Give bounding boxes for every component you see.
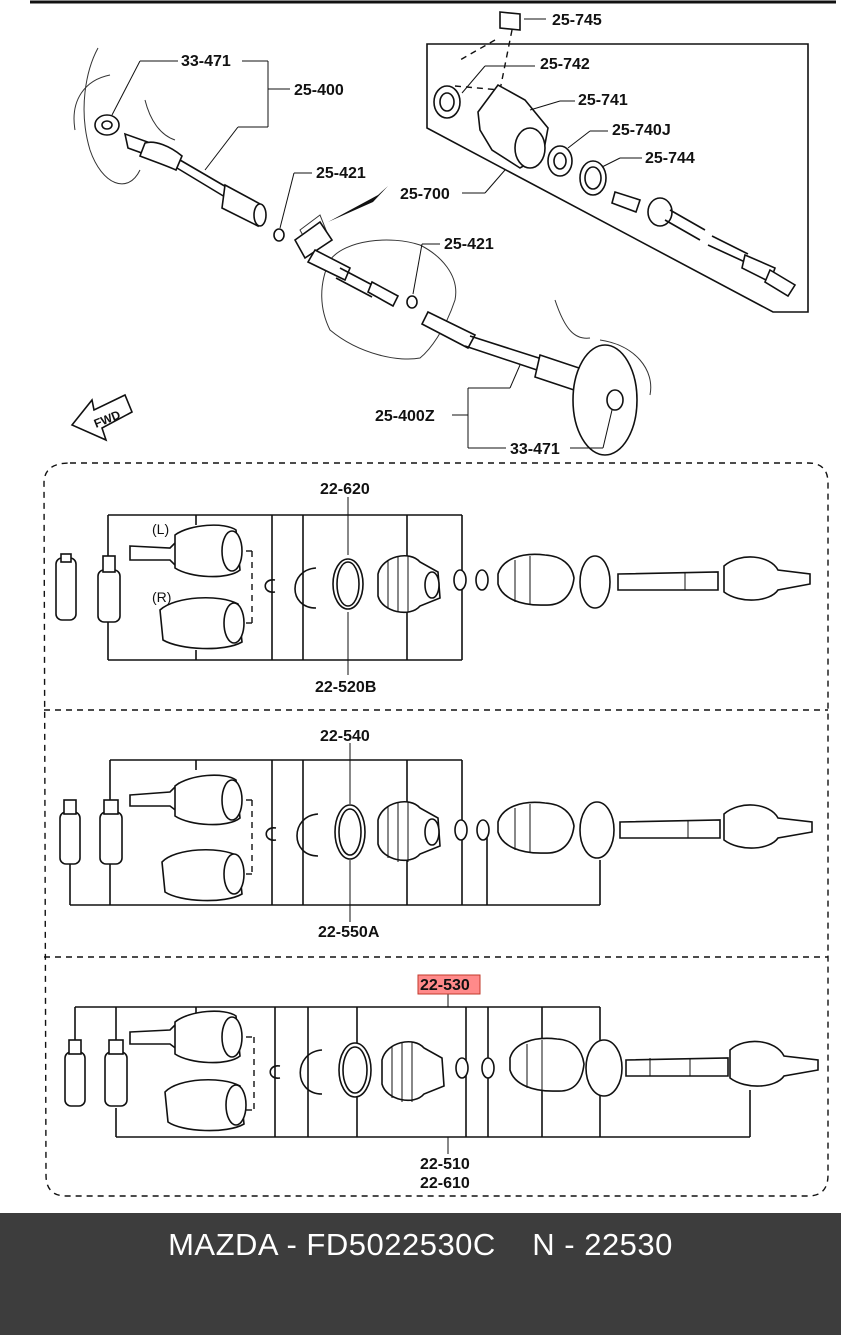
section-1-shaft-kit: (L) (R)	[55, 497, 811, 675]
label-25-745: 25-745	[552, 12, 602, 29]
highlight-22-530	[417, 974, 481, 995]
label-22-540: 22-540	[320, 728, 370, 745]
right-drive-shaft	[420, 310, 586, 394]
footer-bar: MAZDA - FD5022530C N - 22530	[0, 1213, 841, 1335]
label-25-700: 25-700	[400, 186, 450, 203]
label-22-620: 22-620	[320, 481, 370, 498]
label-33-471-bottom: 33-471	[510, 441, 560, 458]
forward-arrow-icon: FWD	[70, 393, 134, 442]
label-25-742: 25-742	[540, 56, 590, 73]
section-2-shaft-kit	[59, 743, 813, 922]
parts-diagram: FWD 25-745 25-742 25-741	[30, 0, 836, 1197]
label-22-530: 22-530	[420, 977, 470, 994]
bearing-support-inset	[426, 11, 809, 313]
label-22-550a: 22-550A	[318, 924, 380, 941]
label-33-471-top: 33-471	[181, 53, 231, 70]
label-25-421-a: 25-421	[316, 165, 366, 182]
part-number-caption: MAZDA - FD5022530C N - 22530	[168, 1227, 673, 1262]
label-25-400z: 25-400Z	[375, 408, 435, 425]
label-25-421-b: 25-421	[444, 236, 494, 253]
left-drive-shaft	[123, 132, 267, 228]
label-22-510: 22-510	[420, 1156, 470, 1173]
kit-frame	[43, 462, 829, 1197]
snap-ring-upper	[273, 228, 285, 242]
label-25-740j: 25-740J	[612, 122, 671, 139]
section-3-shaft-kit	[64, 994, 819, 1154]
label-25-741: 25-741	[578, 92, 628, 109]
tag-right: (R)	[152, 589, 171, 605]
snap-ring-lower	[406, 295, 418, 309]
label-25-744: 25-744	[645, 150, 695, 167]
label-22-520b: 22-520B	[315, 679, 376, 696]
tag-left: (L)	[152, 521, 169, 537]
intermediate-shaft	[335, 267, 400, 308]
label-25-400: 25-400	[294, 82, 344, 99]
transmission-case	[293, 214, 457, 360]
label-22-610: 22-610	[420, 1175, 470, 1192]
right-wheel-hub	[554, 299, 652, 456]
left-wheel-hub	[73, 47, 176, 185]
